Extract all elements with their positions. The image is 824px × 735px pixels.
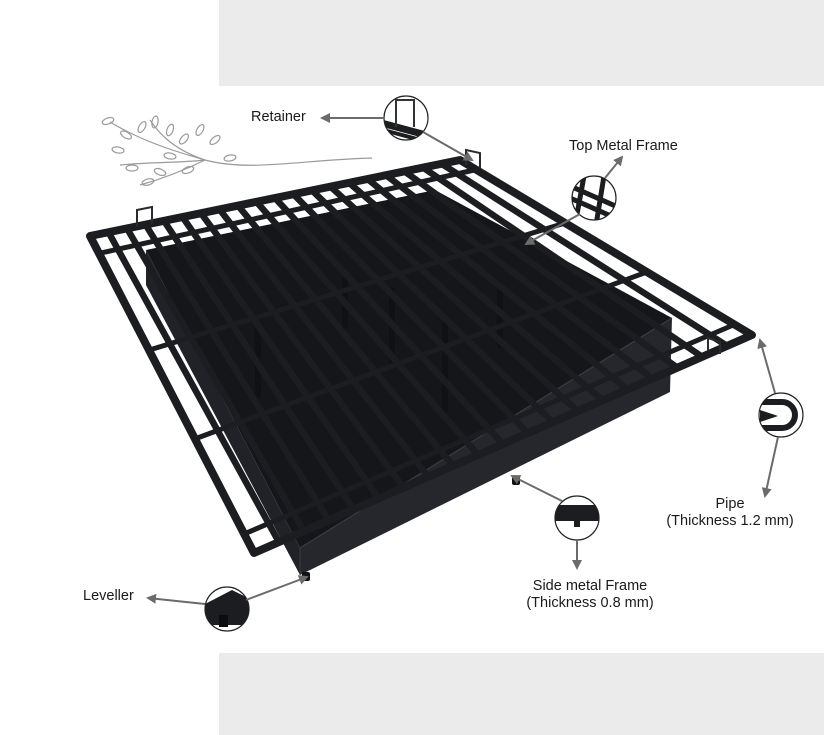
grid-slat xyxy=(142,221,332,524)
branch-sketch-icon xyxy=(101,115,373,186)
side-frame-label-thickness: (Thickness 0.8 mm) xyxy=(526,595,654,611)
grid-slat xyxy=(234,202,457,470)
bottom-gray-band xyxy=(219,653,824,735)
grid-slat xyxy=(123,225,308,535)
pipe-arrow-2 xyxy=(761,436,779,498)
top-frame-arrow xyxy=(604,155,624,179)
grid-slat xyxy=(345,179,606,404)
grid-crossbar xyxy=(241,322,737,537)
top-metal-frame-label: Top Metal Frame xyxy=(569,138,678,154)
retainer-detail-icon xyxy=(383,95,429,141)
grid-slat xyxy=(160,217,357,513)
side-metal-frame-label: Side metal Frame (Thickness 0.8 mm) xyxy=(510,578,670,612)
grid-crossbar xyxy=(146,220,568,353)
grid-crossbar xyxy=(192,269,650,442)
callout-arrows xyxy=(146,113,779,605)
top-metal-frame-grid xyxy=(86,156,756,557)
side-frame-label-name: Side metal Frame xyxy=(532,578,648,594)
grid-slat xyxy=(438,160,731,350)
leveller-arrow xyxy=(146,593,206,605)
grid-slat xyxy=(216,206,432,480)
grid-slat xyxy=(179,213,382,502)
grid-slat xyxy=(290,190,532,437)
grid-crossbar xyxy=(96,167,479,256)
grid-slat xyxy=(105,228,283,546)
top-gray-band xyxy=(219,0,824,86)
retainer-label: Retainer xyxy=(251,109,306,125)
side-frame-detail-icon xyxy=(554,495,600,541)
pipe-label-thickness: (Thickness 1.2 mm) xyxy=(666,513,794,529)
top-frame-detail-icon xyxy=(571,175,617,221)
leveller-arrow-2 xyxy=(245,575,309,601)
pipe-label-name: Pipe xyxy=(715,496,745,512)
grid-slat xyxy=(327,183,581,415)
grid-slat xyxy=(419,164,706,361)
grid-slat xyxy=(308,187,557,426)
grid-slat xyxy=(253,198,482,459)
pipe-detail-icon xyxy=(758,392,804,438)
grid-slat xyxy=(197,209,407,491)
outer-pipe-frame xyxy=(86,156,756,557)
grid-slat xyxy=(382,171,656,382)
grid-slat xyxy=(271,194,507,448)
grid-slat xyxy=(401,168,681,371)
retainer-arrow-2 xyxy=(422,131,474,161)
pipe-label: Pipe (Thickness 1.2 mm) xyxy=(655,496,805,530)
top-frame-arrow-2 xyxy=(524,213,581,245)
grid-slat xyxy=(364,175,631,393)
leveller-detail-icon xyxy=(204,586,250,632)
leveller-label: Leveller xyxy=(83,588,134,604)
side-frame-arrow xyxy=(510,475,563,502)
pipe-arrow xyxy=(757,338,776,394)
